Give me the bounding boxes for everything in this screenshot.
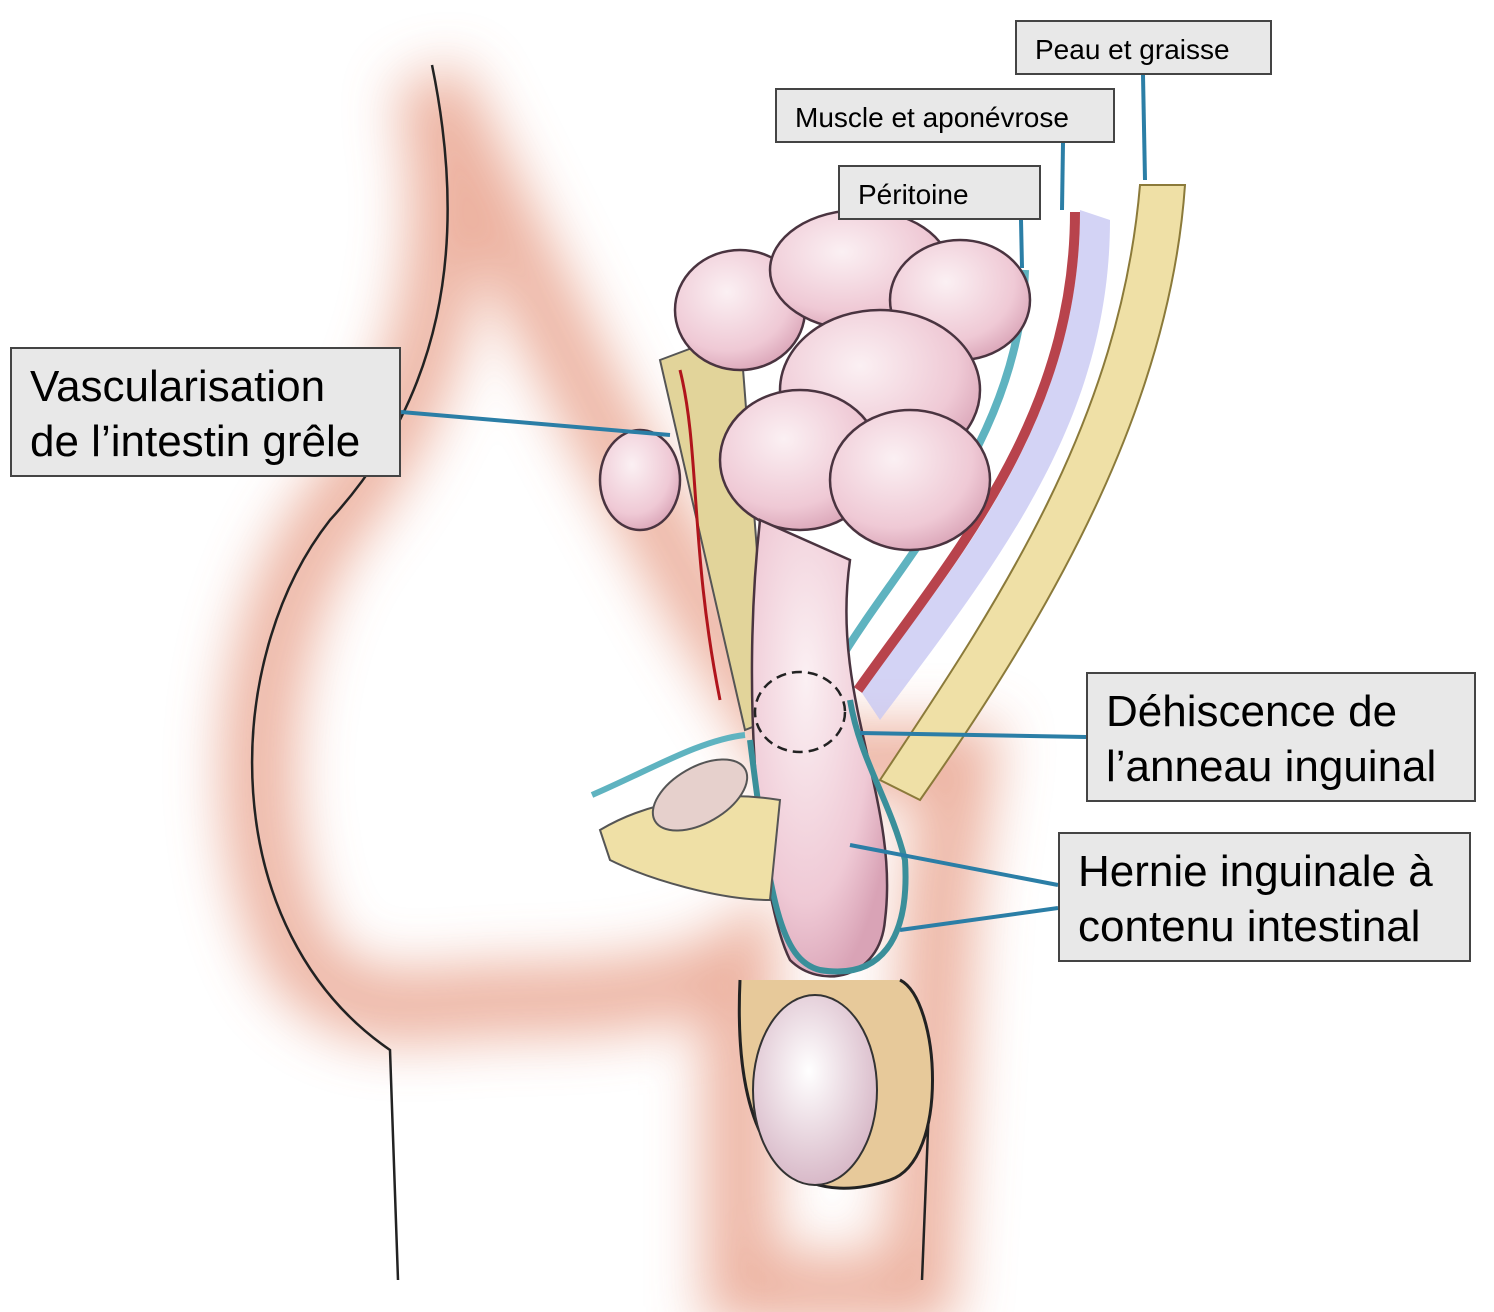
label-line: de l’intestin grêle: [30, 417, 361, 466]
label-inguinal-hernia: Hernie inguinale à contenu intestinal: [1058, 832, 1471, 962]
label-line: Vascularisation: [30, 362, 326, 411]
testis: [752, 994, 878, 1186]
label-muscle-aponeurosis: Muscle et aponévrose: [775, 88, 1115, 143]
body-silhouette: [223, 64, 1001, 1312]
inguinal-ring: [753, 670, 847, 754]
label-line: l’anneau inguinal: [1106, 742, 1437, 791]
label-vascularisation: Vascularisation de l’intestin grêle: [10, 347, 401, 477]
label-peritoneum: Péritoine: [838, 165, 1041, 220]
label-line: Déhiscence de: [1106, 687, 1398, 736]
label-skin-fat: Peau et graisse: [1015, 20, 1272, 75]
label-ring-dehiscence: Déhiscence de l’anneau inguinal: [1086, 672, 1476, 802]
label-line: Hernie inguinale à: [1078, 847, 1433, 896]
leader-lines: [400, 74, 1147, 932]
label-line: contenu intestinal: [1078, 902, 1421, 951]
hernia-sac: [747, 699, 909, 975]
small-intestine: [598, 208, 1032, 978]
body-outline: [250, 64, 449, 1281]
